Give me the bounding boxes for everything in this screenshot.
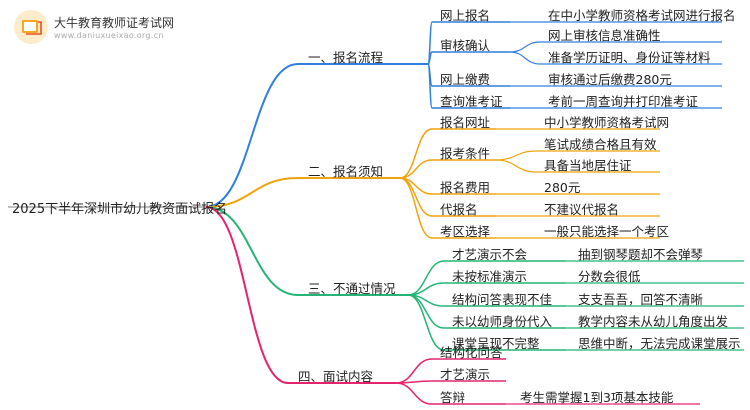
leaf-detail: 280元 xyxy=(544,180,581,195)
brand-url: www.daniuxueixao.org.cn xyxy=(54,31,164,40)
node-fee: 报名费用 xyxy=(440,180,491,195)
child-connector xyxy=(399,177,433,239)
leaf-detail: 支支吾吾，回答不清晰 xyxy=(578,292,704,307)
branch-failure-cases: 三、不通过情况 xyxy=(308,281,396,296)
branch-registration-process: 一、报名流程 xyxy=(308,50,384,65)
leaf-connector xyxy=(509,41,541,53)
leaf-detail: 思维中断，无法完成课堂展示 xyxy=(578,336,741,351)
leaf-detail: 在中小学教师资格考试网进行报名 xyxy=(548,8,736,23)
node-eligibility: 报考条件 xyxy=(440,146,491,161)
child-connector xyxy=(427,63,433,109)
node-exam-area: 考区选择 xyxy=(440,224,491,239)
branch-registration-notes: 二、报名须知 xyxy=(308,164,384,179)
node-no-teacher-role: 未以幼师身份代入 xyxy=(452,314,553,329)
leaf-detail: 一般只能选择一个考区 xyxy=(544,224,670,239)
child-connector xyxy=(395,382,433,405)
node-online-payment: 网上缴费 xyxy=(440,72,491,87)
node-online-registration: 网上报名 xyxy=(440,8,491,23)
branch-connector xyxy=(205,177,299,208)
node-proxy-registration: 代报名 xyxy=(440,202,478,217)
branch-connector xyxy=(205,206,289,384)
branch-connector xyxy=(205,206,299,296)
leaf-detail: 具备当地居住证 xyxy=(544,158,632,173)
node-review-confirm: 审核确认 xyxy=(440,38,491,53)
child-connector xyxy=(399,159,433,179)
node-registration-website: 报名网址 xyxy=(440,115,491,130)
leaf-connector xyxy=(509,51,541,65)
node-admission-ticket: 查询准考证 xyxy=(440,94,503,109)
leaf-detail: 准备学历证明、身份证等材料 xyxy=(548,50,711,65)
leaf-detail: 教学内容未从幼儿角度出发 xyxy=(578,314,729,329)
child-connector xyxy=(407,260,445,296)
leaf-detail: 抽到钢琴题却不会弹琴 xyxy=(578,247,704,262)
leaf-connector xyxy=(495,159,537,173)
root-topic: 2025下半年深圳市幼儿教资面试报名 xyxy=(12,202,228,217)
node-defense: 答辩 xyxy=(440,390,466,405)
book-icon xyxy=(22,20,42,35)
leaf-detail: 考前一周查询并打印准考证 xyxy=(548,94,699,109)
brand-logo: 大牛教育教师证考试网 www.daniuxueixao.org.cn xyxy=(8,6,198,46)
node-incomplete-lesson: 课堂呈现不完整 xyxy=(452,336,540,351)
leaf-detail: 不建议代报名 xyxy=(544,202,620,217)
leaf-connector xyxy=(495,150,537,161)
node-talent-show: 才艺演示 xyxy=(440,367,491,382)
node-nonstandard-demo: 未按标准演示 xyxy=(452,269,528,284)
node-structured-qa: 结构化问答 xyxy=(440,345,503,360)
leaf-detail: 网上审核信息准确性 xyxy=(548,28,661,43)
leaf-detail: 中小学教师资格考试网 xyxy=(544,115,670,130)
brand-name: 大牛教育教师证考试网 xyxy=(54,16,175,30)
leaf-detail: 审核通过后缴费280元 xyxy=(548,72,672,87)
branch-connector xyxy=(205,63,299,208)
child-connector xyxy=(399,128,433,179)
child-connector xyxy=(395,358,433,384)
node-structured-qa-poor: 结构问答表现不佳 xyxy=(452,292,553,307)
leaf-detail: 笔试成绩合格且有效 xyxy=(544,137,657,152)
node-talent-show-fail: 才艺演示不会 xyxy=(452,247,528,262)
child-connector xyxy=(407,294,445,351)
leaf-detail: 分数会很低 xyxy=(578,269,641,284)
leaf-detail: 考生需掌握1到3项基本技能 xyxy=(520,390,674,405)
branch-interview-content: 四、面试内容 xyxy=(298,369,374,384)
